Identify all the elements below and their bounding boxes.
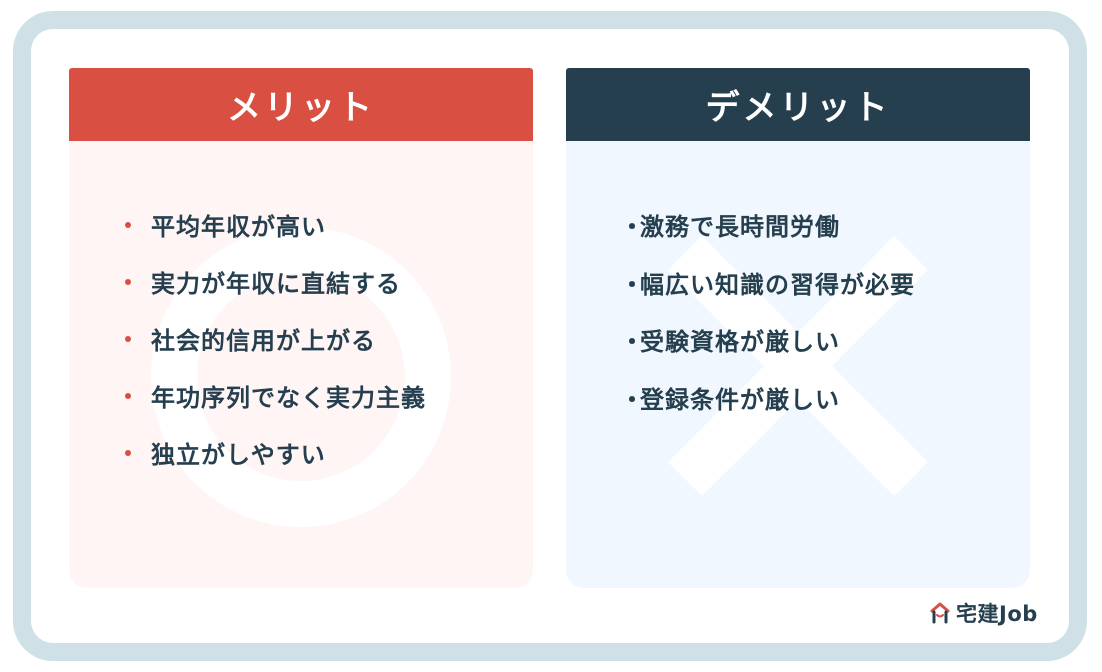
merit-list: 平均年収が高い 実力が年収に直結する 社会的信用が上がる 年功序列でなく実力主義…	[69, 141, 533, 481]
list-item: 独立がしやすい	[125, 424, 533, 481]
list-item: 平均年収が高い	[125, 196, 533, 253]
bullet-icon: ・	[620, 213, 645, 242]
list-item: ・受験資格が厳しい	[620, 311, 1030, 369]
list-item: ・激務で長時間労働	[620, 196, 1030, 254]
brand-name: 宅建Job	[956, 602, 1038, 626]
bullet-icon	[125, 278, 131, 285]
demerit-body: ・激務で長時間労働 ・幅広い知識の習得が必要 ・受験資格が厳しい ・登録条件が厳…	[566, 141, 1030, 588]
bullet-icon	[125, 221, 131, 228]
bullet-icon: ・	[620, 328, 645, 357]
list-item: 実力が年収に直結する	[125, 253, 533, 310]
list-item: ・幅広い知識の習得が必要	[620, 254, 1030, 312]
bullet-icon: ・	[620, 385, 645, 414]
list-item: 社会的信用が上がる	[125, 310, 533, 367]
brand-logo: 宅建Job	[930, 598, 1038, 628]
demerit-header: デメリット	[566, 68, 1030, 141]
list-item: 年功序列でなく実力主義	[125, 367, 533, 424]
demerit-list: ・激務で長時間労働 ・幅広い知識の習得が必要 ・受験資格が厳しい ・登録条件が厳…	[566, 141, 1030, 426]
merit-body: 平均年収が高い 実力が年収に直結する 社会的信用が上がる 年功序列でなく実力主義…	[69, 141, 533, 588]
merit-panel: メリット 平均年収が高い 実力が年収に直結する 社会的信用が上がる 年功序列でな…	[69, 68, 533, 588]
house-icon	[930, 602, 950, 624]
demerit-panel: デメリット ・激務で長時間労働 ・幅広い知識の習得が必要 ・受験資格が厳しい ・…	[566, 68, 1030, 588]
cross-icon	[668, 236, 928, 496]
bullet-icon	[125, 335, 131, 342]
demerit-title: デメリット	[705, 88, 891, 128]
bullet-icon: ・	[620, 270, 645, 299]
merit-title: メリット	[227, 88, 375, 128]
list-item: ・登録条件が厳しい	[620, 369, 1030, 427]
bullet-icon	[125, 392, 131, 399]
bullet-icon	[125, 449, 131, 456]
merit-header: メリット	[69, 68, 533, 141]
